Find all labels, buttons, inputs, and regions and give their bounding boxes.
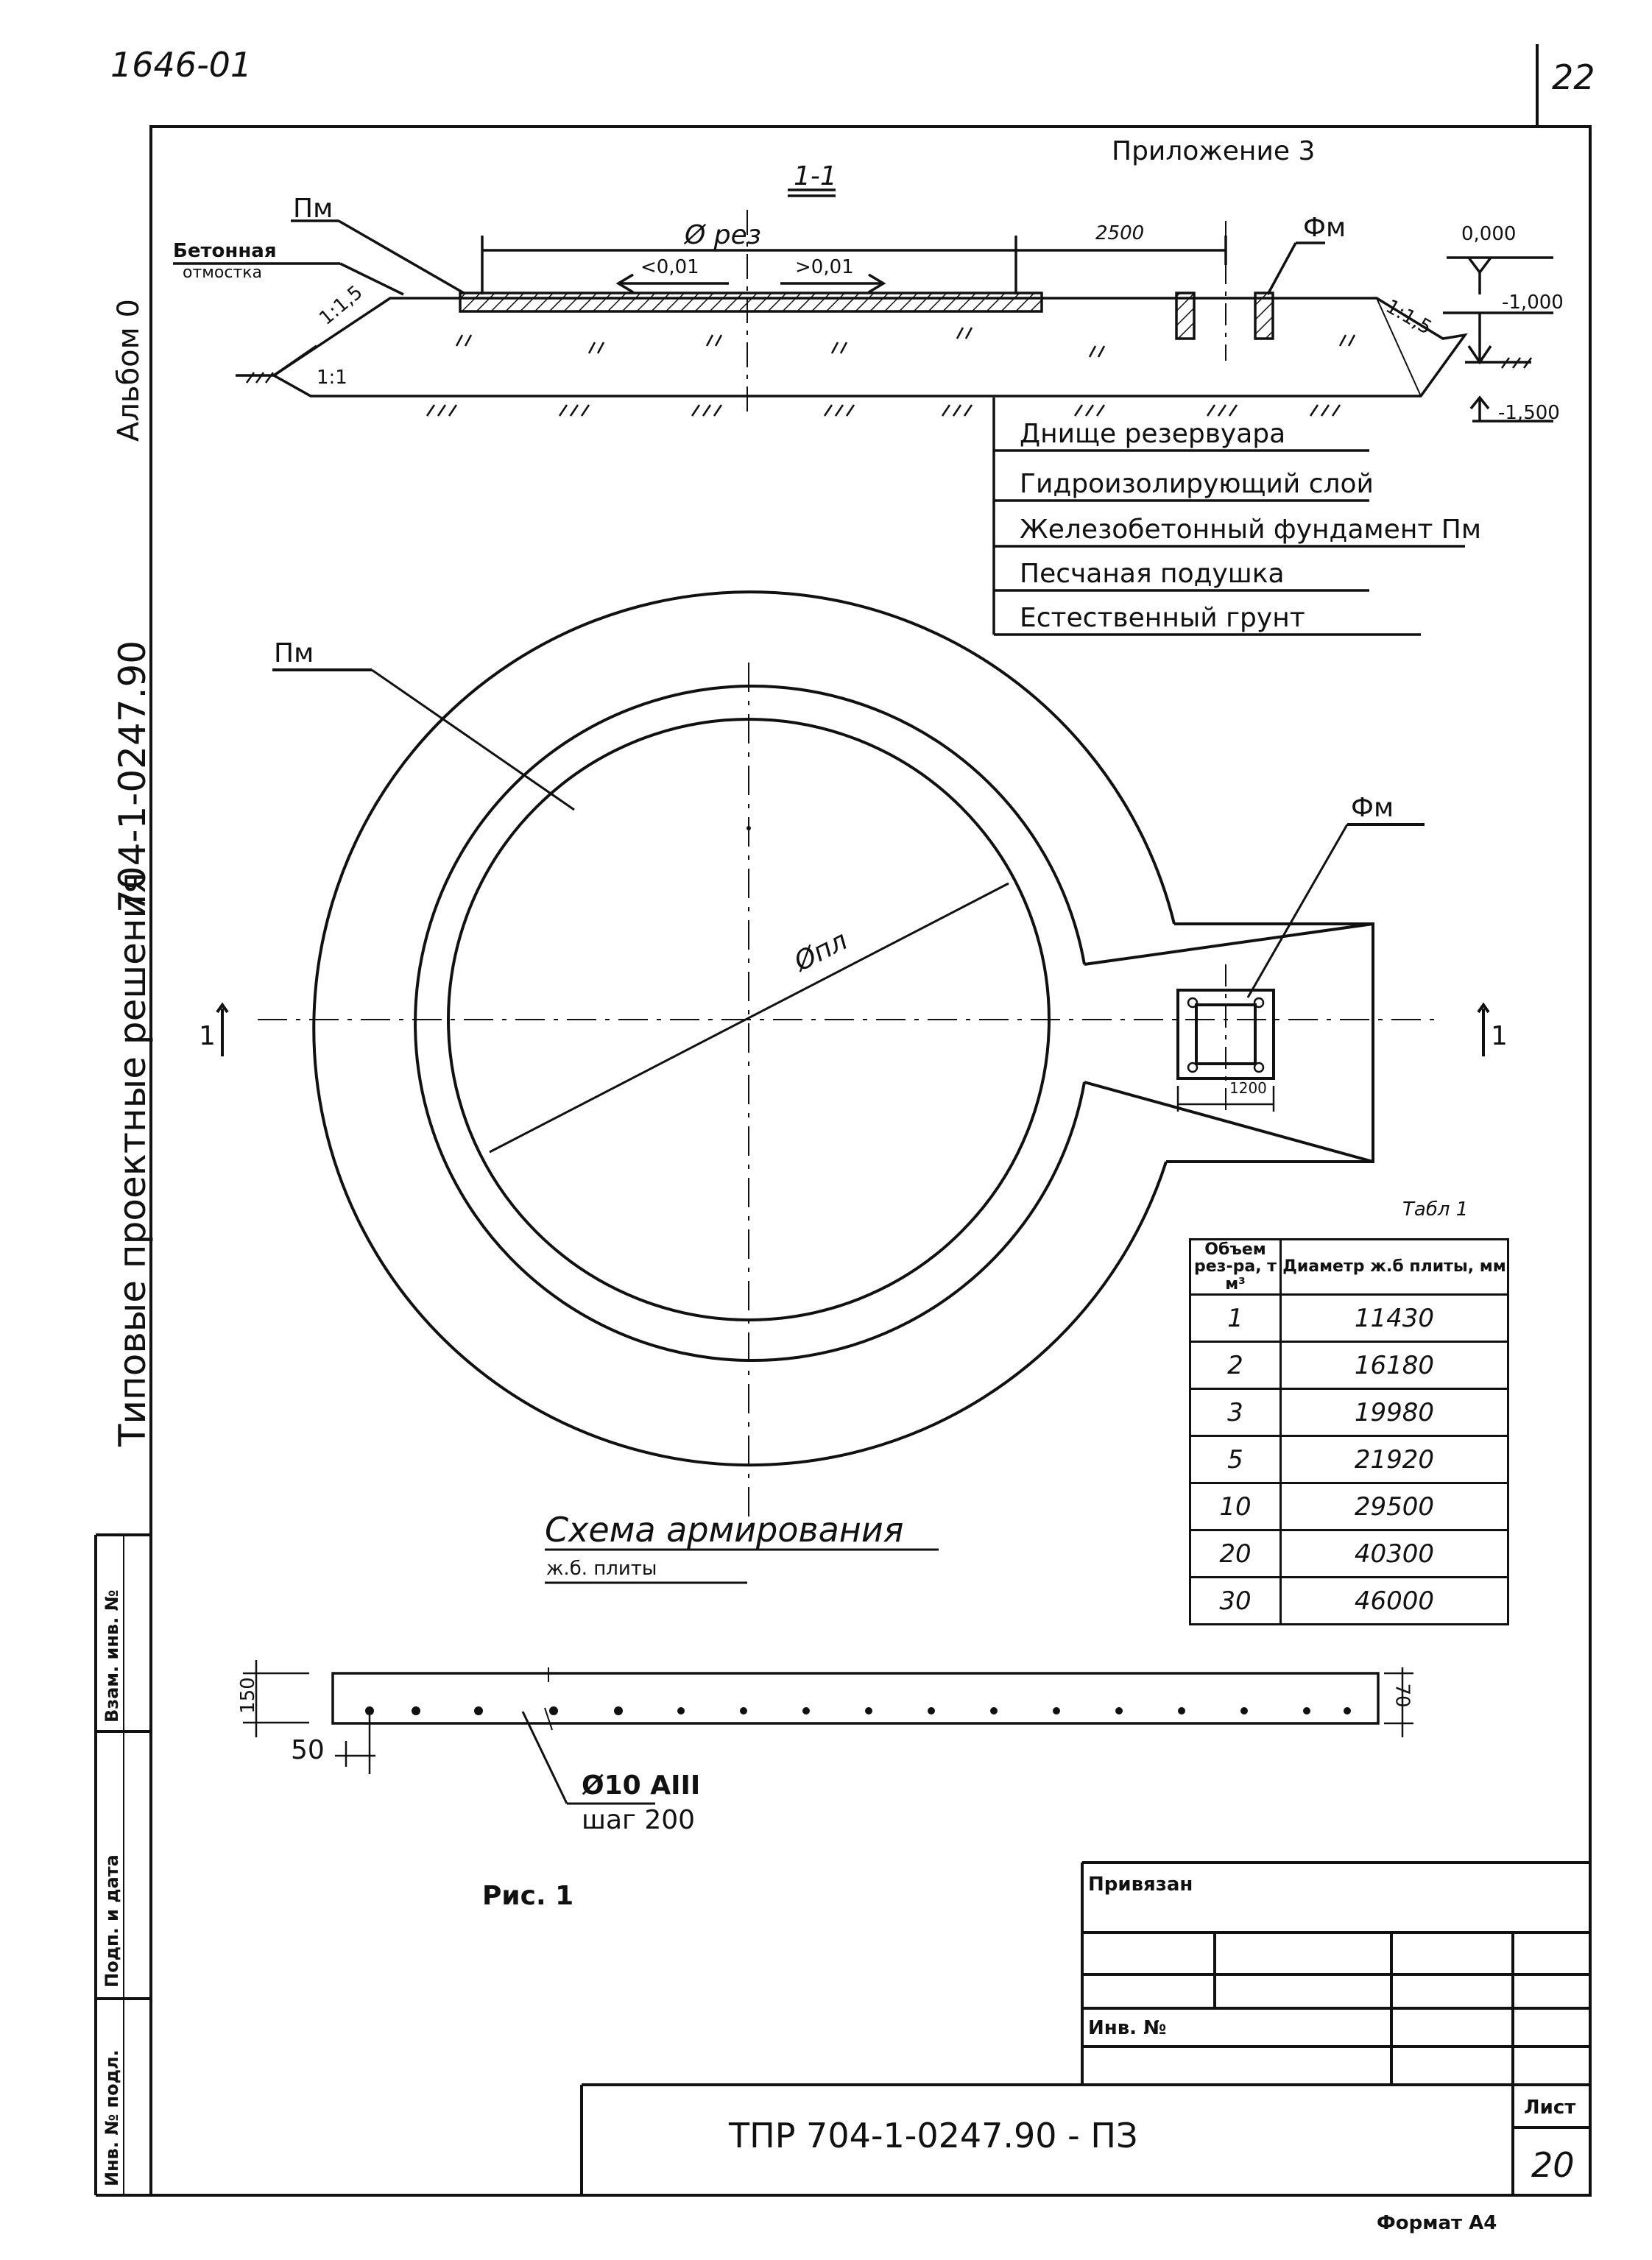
- slope-inner-right: >0,01: [795, 256, 854, 278]
- layer-rc-foundation: Железобетонный фундамент Пм: [1020, 515, 1481, 545]
- reinforcement-scheme: [243, 1660, 1413, 1805]
- title-block-lines: [580, 1861, 1590, 2195]
- dim-50: 50: [291, 1735, 325, 1765]
- table-cell-diameter: 16180: [1279, 1341, 1509, 1390]
- blind-area-line1: Бетонная: [173, 240, 277, 262]
- reinforcement-title: Схема армирования: [545, 1510, 904, 1550]
- layer-sand-cushion: Песчаная подушка: [1020, 559, 1285, 589]
- section-pm-label: Пм: [293, 194, 333, 224]
- table-header-volume: Объем рез-ра, т м³: [1189, 1238, 1282, 1296]
- elev-minus-1-5: -1,500: [1498, 402, 1560, 424]
- plan-pm-label: Пм: [274, 638, 314, 668]
- table-cell-diameter: 19980: [1279, 1388, 1509, 1437]
- layer-waterproofing: Гидроизолирующий слой: [1020, 469, 1374, 499]
- stamp-replace-inv: Взам. инв. №: [102, 1589, 122, 1723]
- stamp-inv-original: Инв. № подл.: [102, 2049, 122, 2186]
- table-header-diameter: Диаметр ж.б плиты, мм: [1279, 1238, 1509, 1296]
- dim-2500: 2500: [1095, 222, 1145, 244]
- doc-code: 1646-01: [110, 45, 253, 85]
- plan-view: [216, 590, 1490, 1539]
- sheet-label: Лист: [1524, 2097, 1576, 2119]
- table-cell-volume: 3: [1189, 1388, 1282, 1437]
- inv-no-label: Инв. №: [1088, 2017, 1167, 2039]
- table-cell-volume: 1: [1189, 1293, 1282, 1343]
- table-cell-diameter: 46000: [1279, 1576, 1509, 1625]
- album-label: Альбом 0: [112, 299, 146, 442]
- table-cell-diameter: 40300: [1279, 1529, 1509, 1578]
- bar-step: шаг 200: [582, 1805, 696, 1835]
- attached-label: Привязан: [1088, 1874, 1193, 1896]
- series-number: 704-1-0247.90: [111, 640, 154, 913]
- table-cell-diameter: 21920: [1279, 1435, 1509, 1484]
- blind-area-line2: отмостка: [183, 264, 263, 282]
- plan-dim-1200: 1200: [1229, 1079, 1267, 1097]
- table-cell-volume: 2: [1189, 1341, 1282, 1390]
- appendix-label: Приложение 3: [1112, 136, 1316, 166]
- soil-hatching: [245, 327, 1533, 417]
- table-cell-diameter: 29500: [1279, 1482, 1509, 1531]
- bar-diameter: Ø10 AIII: [582, 1770, 701, 1801]
- dim-70: 70: [1391, 1683, 1413, 1708]
- layer-tank-bottom: Днище резервуара: [1020, 419, 1286, 449]
- dim-150: 150: [236, 1677, 259, 1714]
- plan-points: [746, 826, 1265, 1073]
- sheet-value: 20: [1531, 2145, 1575, 2185]
- table-cell-diameter: 11430: [1279, 1293, 1509, 1343]
- elev-minus-1: -1,000: [1502, 292, 1564, 314]
- elev-0: 0,000: [1461, 223, 1517, 245]
- plan-fm-label: Фм: [1351, 793, 1394, 823]
- section-fm-label: Фм: [1303, 213, 1346, 243]
- table-cell-volume: 20: [1189, 1529, 1282, 1578]
- section-mark-left: 1: [199, 1021, 216, 1051]
- drawing-frame: [149, 125, 1592, 2197]
- table-caption: Табл 1: [1402, 1198, 1469, 1221]
- series-title: Типовые проектные решения: [111, 872, 154, 1447]
- doc-title: ТПР 704-1-0247.90 - ПЗ: [729, 2116, 1138, 2155]
- format-label: Формат А4: [1377, 2212, 1497, 2234]
- slope-inner-left: <0,01: [640, 256, 699, 278]
- table-cell-volume: 30: [1189, 1576, 1282, 1625]
- table-cell-volume: 5: [1189, 1435, 1282, 1484]
- rebar-dots: [365, 1706, 1351, 1715]
- slope-left-lower: 1:1: [317, 367, 347, 389]
- figure-label: Рис. 1: [482, 1881, 574, 1911]
- diameter-table: Объем рез-ра, т м³ Диаметр ж.б плиты, мм…: [1189, 1238, 1509, 1625]
- diameter-reservoir: Ø рез: [685, 220, 761, 250]
- table-cell-volume: 10: [1189, 1482, 1282, 1531]
- reinforcement-subtitle: ж.б. плиты: [546, 1558, 657, 1580]
- sheet-number-top: 22: [1552, 57, 1595, 97]
- section-mark-right: 1: [1491, 1021, 1508, 1051]
- section-title: 1-1: [794, 161, 837, 191]
- stamp-sign-date: Подп. и дата: [102, 1854, 122, 1988]
- section-1-1: [173, 188, 1553, 636]
- layer-natural-soil: Естественный грунт: [1020, 603, 1305, 633]
